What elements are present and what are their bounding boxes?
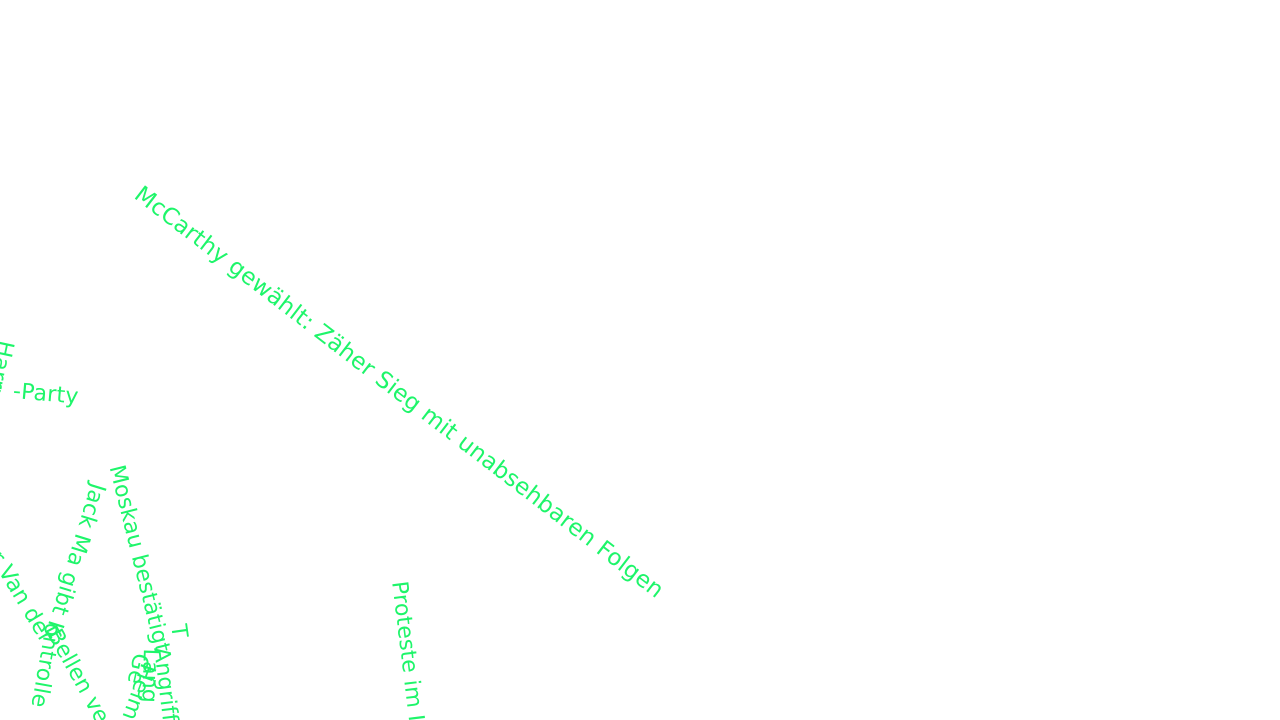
headline-jack-ma: Jack Ma gibt K bbox=[39, 480, 110, 639]
headline-moskau: Moskau bestätigt bbox=[103, 462, 175, 656]
headline-t-fragment: T bbox=[165, 622, 192, 640]
headline-mccarthy: McCarthy gewählt: Zäher Sieg mit unabseh… bbox=[129, 181, 669, 604]
headline-party: -Party bbox=[11, 379, 80, 410]
headline-proteste: Proteste im Ir bbox=[386, 579, 430, 720]
